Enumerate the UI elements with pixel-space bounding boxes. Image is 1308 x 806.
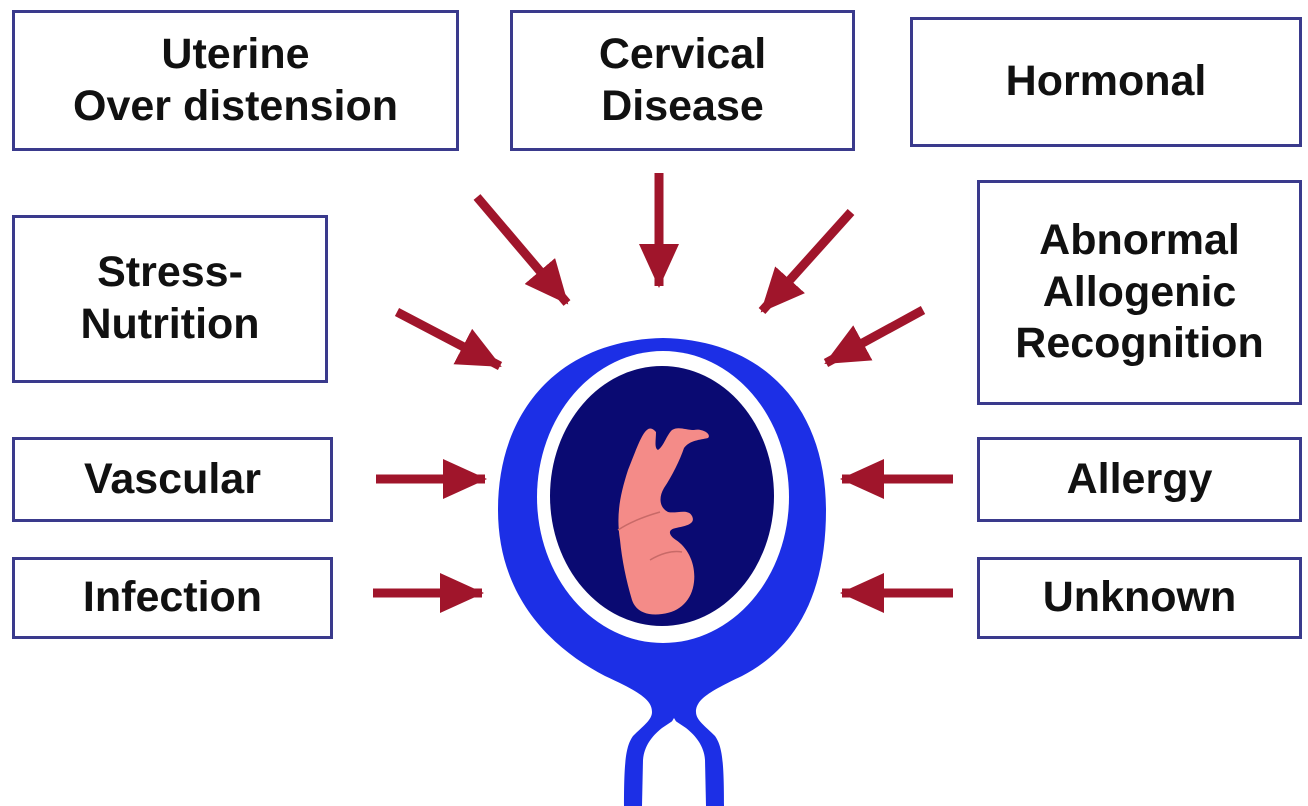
arrow-icon <box>826 310 923 363</box>
arrow-icon <box>397 312 500 366</box>
arrow-icon <box>762 212 851 311</box>
arrow-icon <box>477 197 567 303</box>
